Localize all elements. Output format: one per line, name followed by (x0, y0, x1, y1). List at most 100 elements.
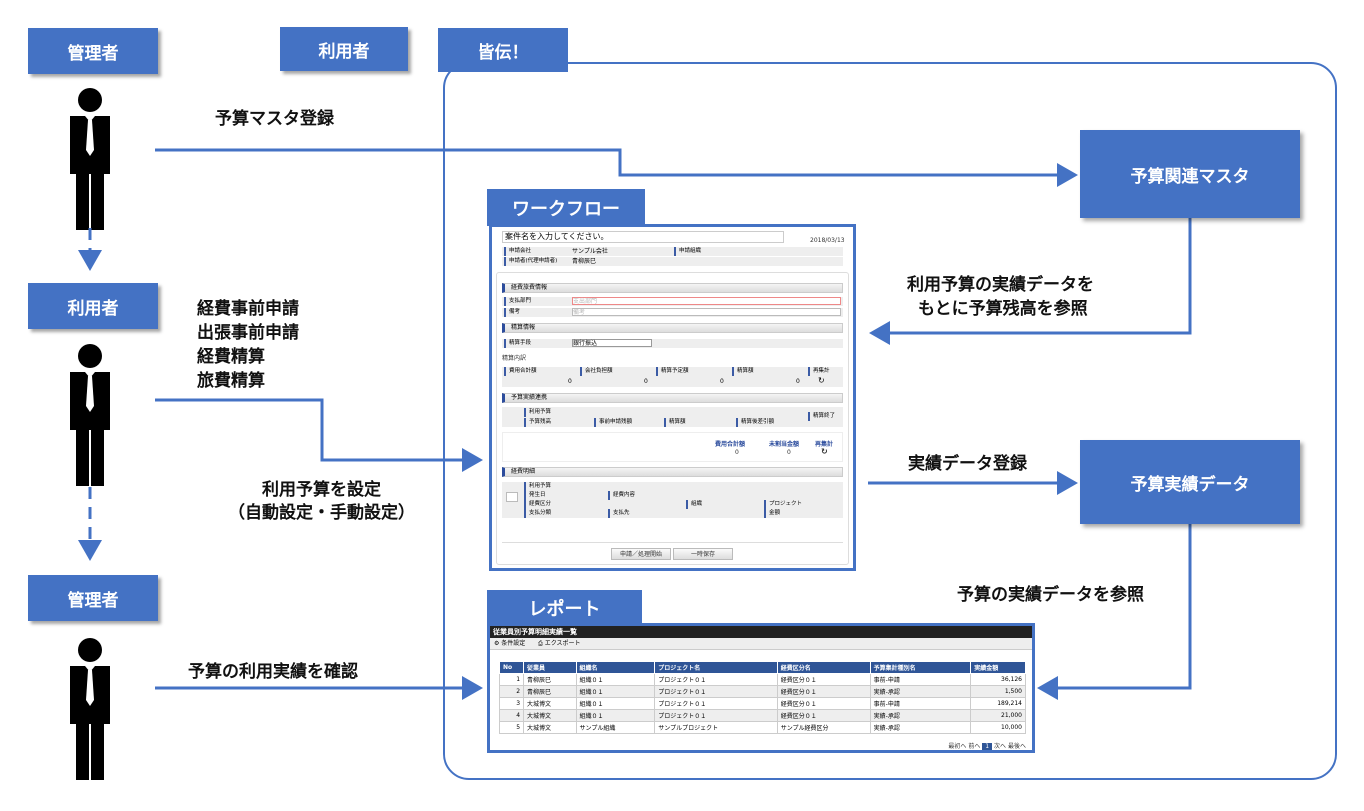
node-budget-actual: 予算実績データ (1080, 440, 1300, 524)
method-select[interactable]: 銀行振込 (572, 339, 652, 347)
note-input[interactable]: 備考 (572, 308, 841, 316)
table-cell: 事前-申請 (869, 697, 972, 710)
condition-button[interactable]: ⚙ 条件設定 (494, 640, 526, 647)
table-cell: 組織０１ (575, 697, 656, 710)
note-row: 備考備考 (502, 308, 843, 317)
pager-prev[interactable]: 前へ (968, 743, 981, 750)
table-cell: 4 (498, 709, 525, 722)
actor-user-header: 利用者 (280, 27, 408, 71)
column-header[interactable]: 経費区分名 (776, 661, 871, 674)
payee-row: 支払部門支出部門 (502, 297, 843, 306)
title-input[interactable]: 案件名を入力してください。 (502, 231, 784, 243)
report-tab: レポート (487, 590, 642, 626)
person-icon (70, 344, 110, 486)
report-title: 従業員別予算明細実績一覧 (490, 626, 1032, 638)
payee-input[interactable]: 支出部門 (572, 297, 841, 305)
table-cell: 大城博文 (523, 721, 577, 734)
report-toolbar: ⚙ 条件設定 ⎙ エクスポート (490, 638, 1032, 650)
table-cell: サンプル経費区分 (776, 721, 871, 734)
export-button[interactable]: ⎙ エクスポート (538, 640, 581, 647)
table-cell: サンプル組織 (575, 721, 656, 734)
save-draft-button[interactable]: 一時保存 (673, 548, 733, 560)
flow-user-app-1: 経費事前申請 (197, 299, 299, 319)
flow-user-app-4: 旅費精算 (197, 371, 265, 391)
table-cell: 3 (498, 697, 525, 710)
table-cell: 5 (498, 721, 525, 734)
column-header[interactable]: 組織名 (575, 661, 656, 674)
flow-set-budget: 利用予算を設定 (262, 480, 381, 500)
apply-button[interactable]: 申請／処理開始 (611, 548, 671, 560)
table-cell: 組織０１ (575, 673, 656, 686)
flow-refer-balance-1: 利用予算の実績データを (907, 275, 1094, 295)
flow-user-app-3: 経費精算 (197, 347, 265, 367)
flow-confirm: 予算の利用実績を確認 (188, 662, 358, 682)
workflow-tab: ワークフロー (487, 189, 645, 226)
section-budget-link: 予算実績連携 (502, 393, 843, 403)
column-header[interactable]: プロジェクト名 (654, 661, 778, 674)
table-cell: プロジェクト０１ (654, 673, 778, 686)
detail-checkbox[interactable] (506, 492, 518, 502)
detail-row: 利用予算発生日経費内容経費区分組織プロジェクト支払分類支払先金額 (502, 482, 843, 518)
flow-refer-balance-2: もとに予算残高を参照 (918, 299, 1088, 319)
table-cell: 青柳辰巳 (523, 673, 577, 686)
table-cell: 経費区分０１ (776, 697, 871, 710)
table-cell: 事前-申請 (869, 673, 972, 686)
table-cell: 1,500 (970, 685, 1026, 698)
table-cell: 21,000 (970, 709, 1026, 722)
workflow-screenshot: 案件名を入力してください。 2018/03/13 申請会社サンプル会社申請組織 … (489, 224, 856, 571)
table-cell: 大城博文 (523, 697, 577, 710)
flow-refer-actual: 予算の実績データを参照 (957, 585, 1144, 605)
table-cell: 実績-承認 (869, 685, 972, 698)
method-row: 精算手段銀行振込 (502, 339, 843, 348)
flow-master-registration: 予算マスタ登録 (215, 109, 334, 129)
flow-user-app-2: 出張事前申請 (197, 323, 299, 343)
column-header[interactable]: No (498, 661, 525, 674)
pager-last[interactable]: 最後へ (1007, 743, 1026, 750)
system-container (443, 62, 1337, 780)
table-cell: 経費区分０１ (776, 685, 871, 698)
column-header[interactable]: 実績金額 (970, 661, 1026, 674)
table-cell: 組織０１ (575, 709, 656, 722)
applicant-company-row: 申請会社サンプル会社申請組織 (502, 247, 843, 256)
flow-set-budget-mode: （自動設定・手動設定） (228, 503, 415, 523)
table-cell: 1 (498, 673, 525, 686)
table-cell: 経費区分０１ (776, 673, 871, 686)
actor-admin-bottom: 管理者 (28, 575, 158, 621)
system-label: 皆伝！ (438, 28, 568, 72)
table-cell: 青柳辰巳 (523, 685, 577, 698)
node-budget-master: 予算関連マスタ (1080, 130, 1300, 218)
person-icon (70, 88, 110, 230)
flow-actual-registration: 実績データ登録 (908, 454, 1027, 474)
table-cell: 組織０１ (575, 685, 656, 698)
table-cell: 大城博文 (523, 709, 577, 722)
pager: 最初へ 前へ 1 次へ 最後へ (948, 741, 1026, 750)
pager-first[interactable]: 最初へ (948, 743, 967, 750)
table-cell: 2 (498, 685, 525, 698)
table-cell: 36,126 (970, 673, 1026, 686)
person-icon (70, 638, 110, 780)
section-expense-detail: 経費明細 (502, 467, 843, 477)
form-panel (496, 272, 849, 565)
column-header[interactable]: 従業員 (523, 661, 577, 674)
table-cell: プロジェクト０１ (654, 697, 778, 710)
table-cell: プロジェクト０１ (654, 685, 778, 698)
pager-current[interactable]: 1 (982, 743, 993, 750)
pager-next[interactable]: 次へ (994, 743, 1007, 750)
recalc-icon[interactable]: ↻ (818, 376, 825, 385)
column-header[interactable]: 予算集計種別名 (869, 661, 972, 674)
table-cell: サンプルプロジェクト (654, 721, 778, 734)
recalc-icon[interactable]: ↻ (821, 447, 828, 456)
date: 2018/03/13 (810, 237, 845, 244)
table-cell: 10,000 (970, 721, 1026, 734)
actor-user-mid: 利用者 (28, 283, 158, 329)
